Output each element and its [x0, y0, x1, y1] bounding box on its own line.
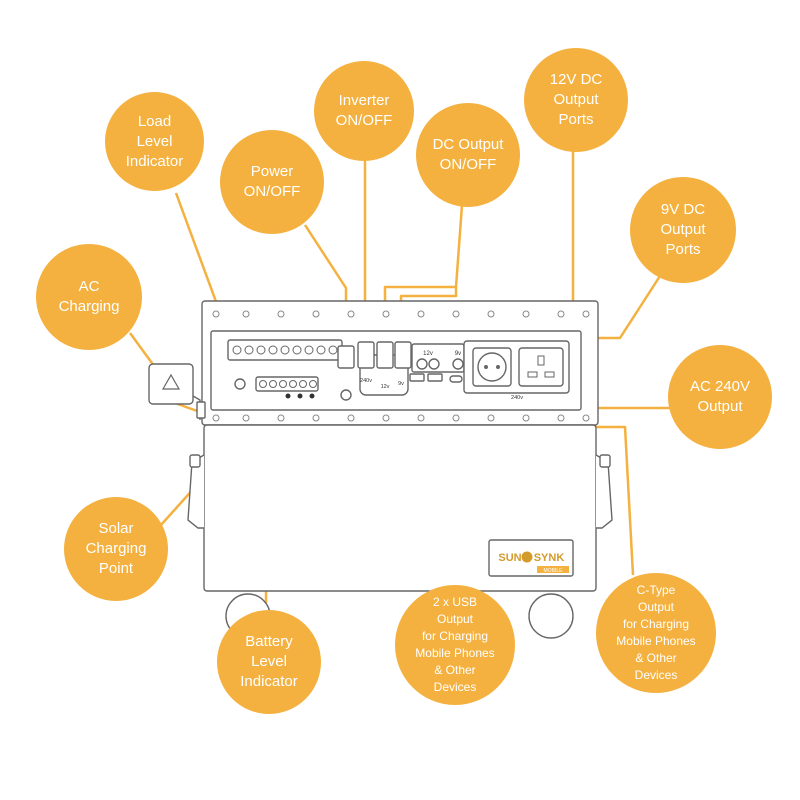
ac-inlet	[196, 401, 206, 419]
callout-text: 9V DC	[660, 201, 706, 218]
callout-text: Battery	[245, 633, 293, 650]
callout-ac-240v-output: AC 240V Output	[668, 345, 772, 449]
brand-sub-bar	[537, 566, 569, 573]
usb-port-b	[427, 373, 443, 382]
callout-inverter-on-off: Inverter ON/OFF	[314, 61, 414, 161]
callout-text: for Charging	[421, 629, 489, 643]
power-button	[340, 389, 352, 401]
callout-text: Output	[697, 398, 743, 415]
main-switch	[337, 345, 355, 369]
usb-port-a	[409, 373, 425, 382]
callout-text: Output	[637, 600, 675, 614]
callout-text: & Other	[635, 651, 677, 665]
schuko-socket-face	[477, 352, 507, 382]
brand-sub: MOBILE	[544, 568, 564, 574]
callout-text: Charging	[58, 298, 120, 315]
panel-icons	[285, 393, 315, 399]
callout-text: AC	[78, 278, 100, 295]
inverter-switch	[357, 341, 375, 369]
callout-text: ON/OFF	[243, 183, 301, 200]
callout-text: Mobile Phones	[415, 646, 495, 660]
callout-text: Ports	[665, 241, 701, 258]
callout-battery-level-indicator: Battery Level Indicator	[217, 610, 321, 714]
left-handle-bracket	[189, 454, 201, 468]
callout-text: Indicator	[125, 152, 184, 170]
dc-port-9v	[452, 358, 464, 370]
label-dc-9v: 9v	[455, 351, 461, 357]
callout-text: Charging	[85, 540, 147, 557]
callout-load-level-indicator: Load Level Indicator	[105, 92, 204, 191]
callout-text: Output	[436, 612, 474, 626]
callout-text: & Other	[434, 663, 476, 677]
callout-text: 12V DC	[549, 71, 603, 88]
brand-right: SYNK	[534, 552, 565, 564]
panel-details	[232, 345, 338, 388]
callout-text: DC Output	[432, 136, 504, 153]
device-body	[148, 300, 613, 639]
solar-input-port	[234, 378, 246, 390]
brand-left: SUN	[498, 552, 521, 564]
dc-switch-9v	[394, 341, 412, 369]
callout-text: Solar	[98, 520, 134, 537]
callout-dc-output-on-off: DC Output ON/OFF	[416, 103, 520, 207]
callout-9v-dc-output-ports: 9V DC Output Ports	[630, 177, 736, 283]
callout-text: Devices	[634, 668, 678, 682]
callout-c-type-output: C-Type Output for Charging Mobile Phones…	[596, 573, 716, 693]
label-ac-240v: 240v	[511, 395, 523, 401]
callout-text: 2 x USB	[432, 595, 477, 609]
callout-text: Load	[137, 112, 172, 130]
callout-text: Devices	[433, 680, 477, 694]
brand-logo-icon	[521, 551, 533, 563]
wall-socket	[148, 363, 194, 405]
uk-socket	[518, 347, 564, 387]
callout-text: C-Type	[636, 583, 676, 597]
callout-text: ON/OFF	[439, 156, 497, 173]
label-switch-9v: 9v	[398, 381, 404, 387]
label-inverter-240v: 240v	[360, 378, 372, 384]
callout-power-on-off: Power ON/OFF	[220, 130, 324, 234]
right-wheel	[528, 593, 574, 639]
callout-text: Power	[250, 163, 294, 180]
dc-switch-12v	[376, 341, 394, 369]
usb-c-port	[449, 375, 463, 383]
callout-text: Inverter	[338, 92, 390, 109]
wall-socket-switch	[161, 373, 181, 390]
schuko-pins	[484, 365, 500, 369]
callout-text: Output	[660, 221, 706, 238]
callout-text: ON/OFF	[335, 112, 393, 129]
callout-text: Output	[553, 91, 599, 108]
callout-text: Level	[136, 132, 173, 150]
dc-port-12v-a	[416, 358, 428, 370]
panel-rivets	[212, 310, 590, 422]
callout-solar-charging-point: Solar Charging Point	[64, 497, 168, 601]
callout-text: Point	[98, 560, 134, 577]
callout-text: Mobile Phones	[616, 634, 696, 648]
callout-12v-dc-output-ports: 12V DC Output Ports	[524, 48, 628, 152]
dc-port-12v-b	[428, 358, 440, 370]
callout-text: AC 240V	[689, 378, 751, 395]
label-switch-12v: 12v	[381, 384, 390, 390]
label-dc-12v: 12v	[423, 351, 433, 357]
callout-text: for Charging	[622, 617, 690, 631]
callout-text: Ports	[558, 111, 594, 128]
right-handle-bracket	[599, 454, 611, 468]
callout-usb-output: 2 x USB Output for Charging Mobile Phone…	[395, 585, 515, 705]
uk-socket-pins	[527, 355, 555, 378]
callout-ac-charging: AC Charging	[36, 244, 142, 350]
callout-text: Level	[251, 653, 287, 670]
callout-text: Indicator	[240, 673, 298, 690]
